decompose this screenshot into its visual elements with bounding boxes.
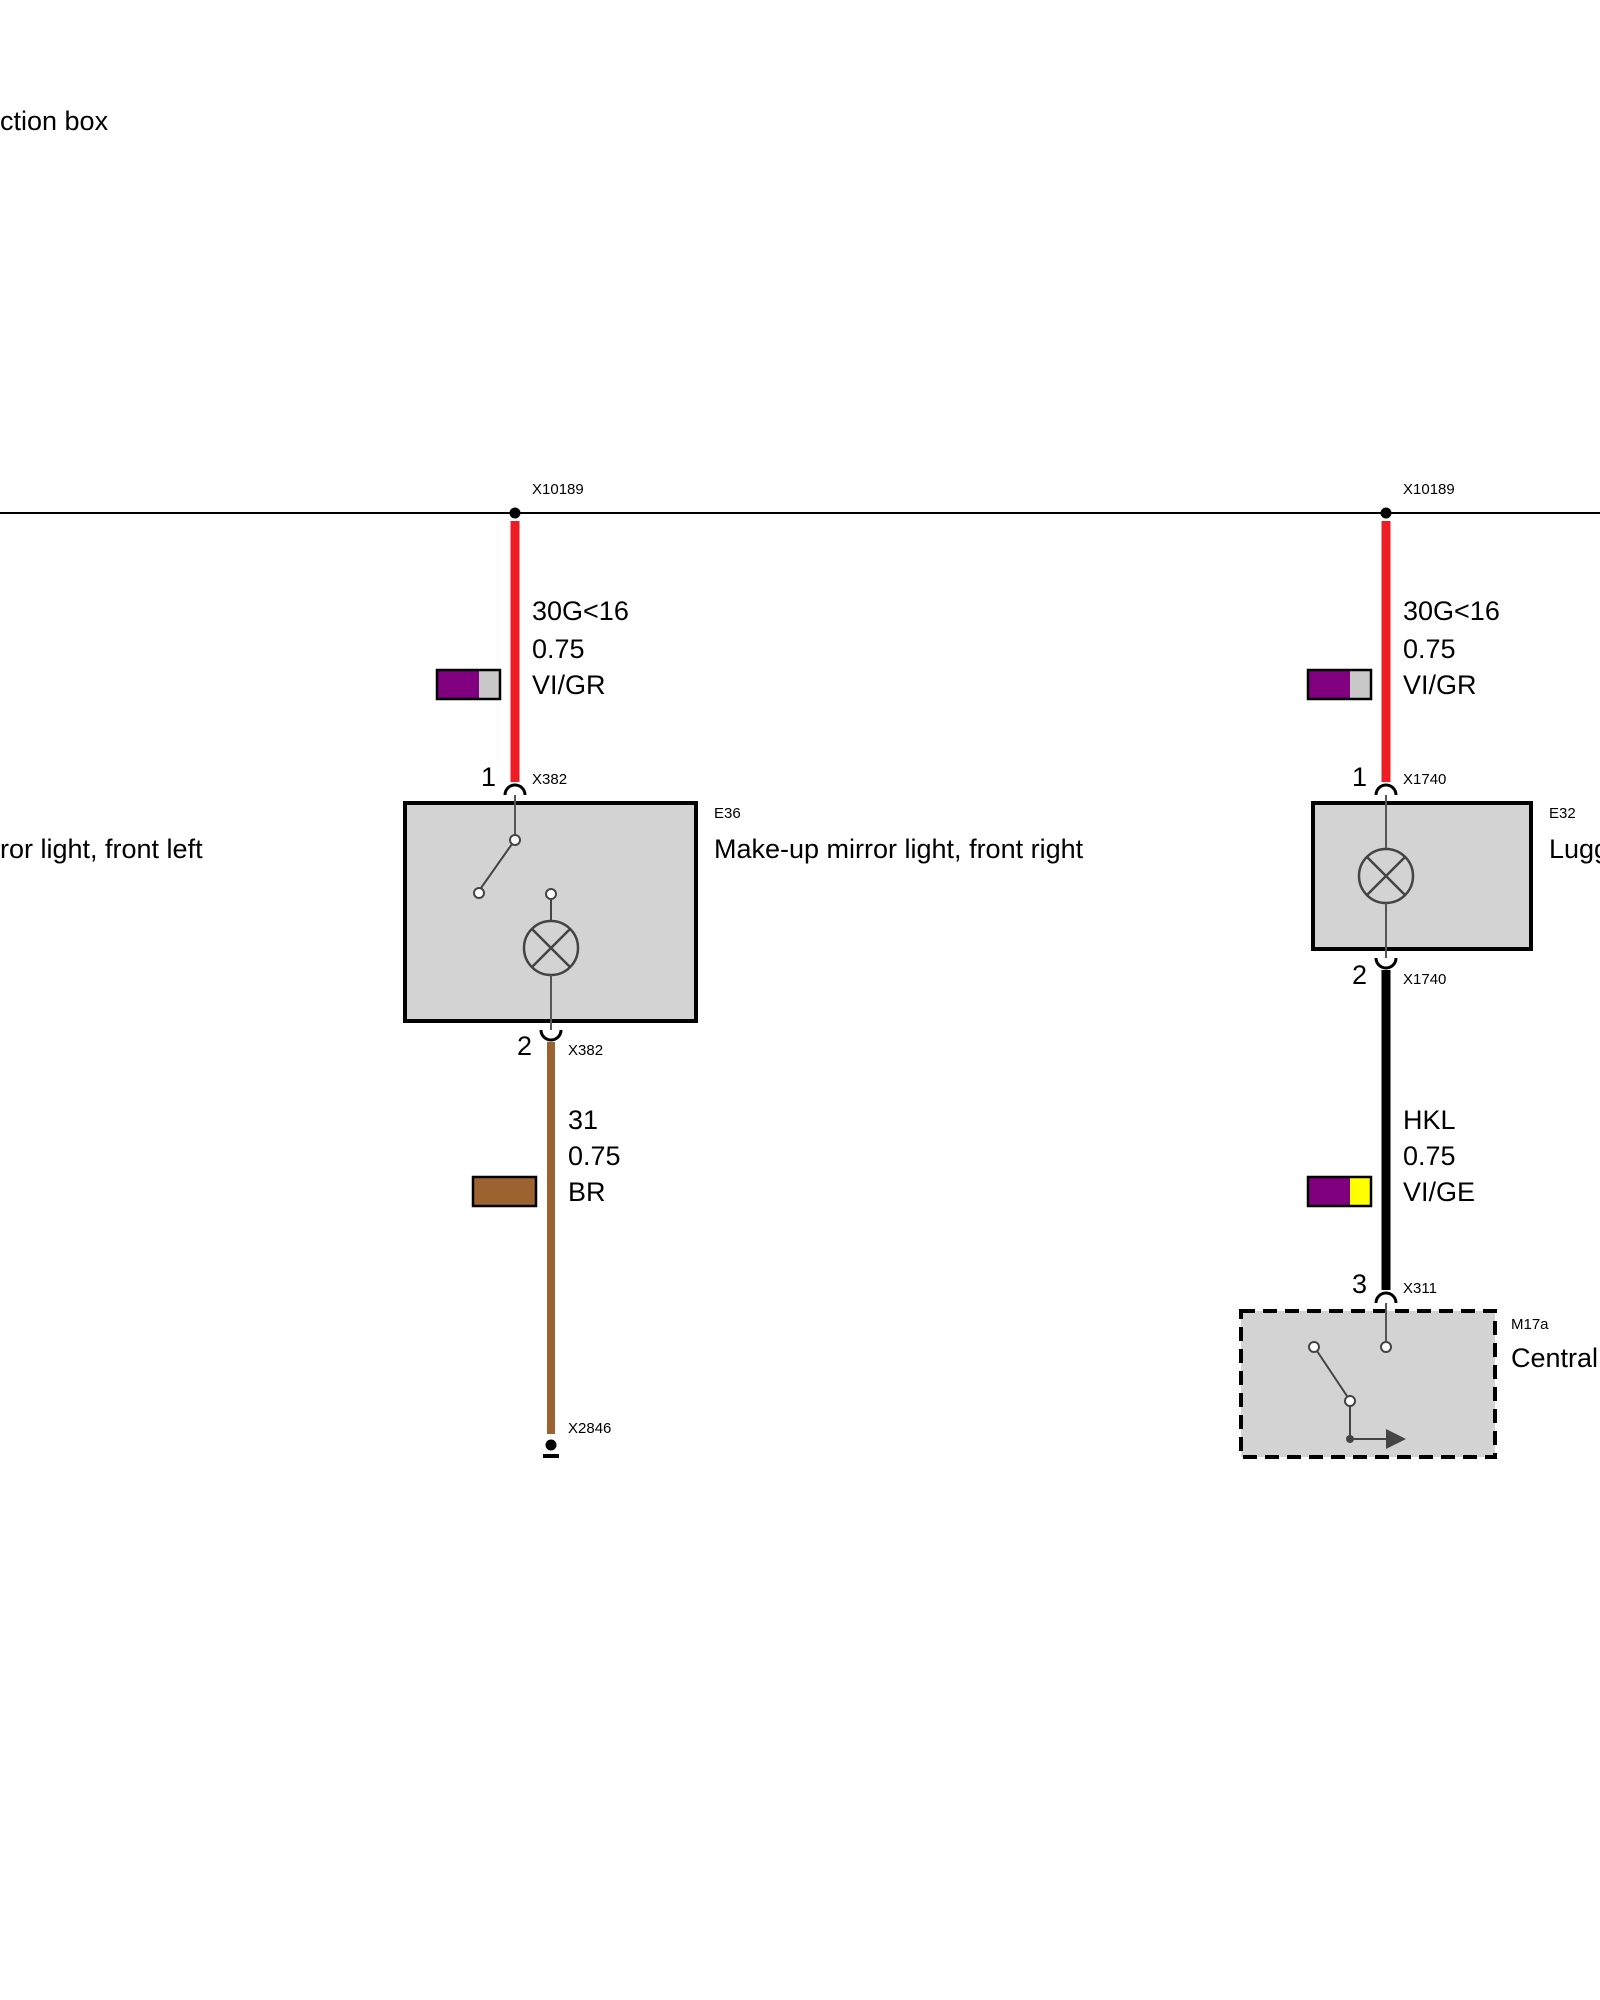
component-mirror-left-name: ror light, front left [0,834,203,864]
wire-e36-supply-signal: 30G<16 [532,596,629,626]
connector-x1740-bottom: X1740 [1403,971,1446,988]
wire-color-swatch [1306,668,1373,701]
connector-terminal [503,783,527,796]
pin-label: 3 [1352,1269,1367,1299]
pin-label: 2 [517,1031,532,1061]
ground-icon [543,1439,559,1458]
wire-color-swatch [471,1175,538,1208]
wire-e36-ground-color: BR [568,1177,606,1207]
wire-e36-supply-color: VI/GR [532,670,606,700]
component-e32-id: E32 [1549,805,1576,822]
connector-x2846: X2846 [568,1420,611,1437]
wire-e32-hkl-signal: HKL [1403,1105,1456,1135]
component-m17a-id: M17a [1511,1316,1549,1333]
wire-e32-supply-signal: 30G<16 [1403,596,1500,626]
wire-color-swatch [435,668,502,701]
wire-e32-hkl-color: VI/GE [1403,1177,1475,1207]
connector-x382-top: X382 [532,771,567,788]
wire-e32-supply-color: VI/GR [1403,670,1477,700]
component-m17a [1239,1309,1497,1459]
connector-x311: X311 [1403,1280,1437,1297]
switch-icon [1308,1341,1406,1449]
wire-e36-supply-gauge: 0.75 [532,634,585,664]
connector-terminal [1374,1291,1398,1304]
connector-x382-bottom: X382 [568,1042,603,1059]
component-e36-id: E36 [714,805,741,822]
wire-color-swatch [1306,1175,1373,1208]
connector-terminal [1374,783,1398,796]
junction-box-label: ction box [0,106,109,136]
splice-x10189-left [509,507,521,519]
pin-label: 1 [1352,762,1367,792]
component-m17a-name: Central [1511,1343,1598,1373]
connector-x1740-top: X1740 [1403,771,1446,788]
wire-e36-ground-gauge: 0.75 [568,1141,621,1171]
wire-e32-supply-gauge: 0.75 [1403,634,1456,664]
connector-x10189-left: X10189 [532,481,584,498]
component-e36-name: Make-up mirror light, front right [714,834,1084,864]
connector-terminal [539,1029,563,1042]
pin-label: 2 [1352,960,1367,990]
connector-x10189-right: X10189 [1403,481,1455,498]
switch-icon [473,834,521,899]
splice-x10189-right [1380,507,1392,519]
wire-e32-hkl-gauge: 0.75 [1403,1141,1456,1171]
wire-e36-ground-signal: 31 [568,1105,598,1135]
component-e32 [1311,801,1533,951]
component-e32-name: Lugg [1549,834,1600,864]
connector-terminal [1374,957,1398,970]
pin-label: 1 [481,762,496,792]
